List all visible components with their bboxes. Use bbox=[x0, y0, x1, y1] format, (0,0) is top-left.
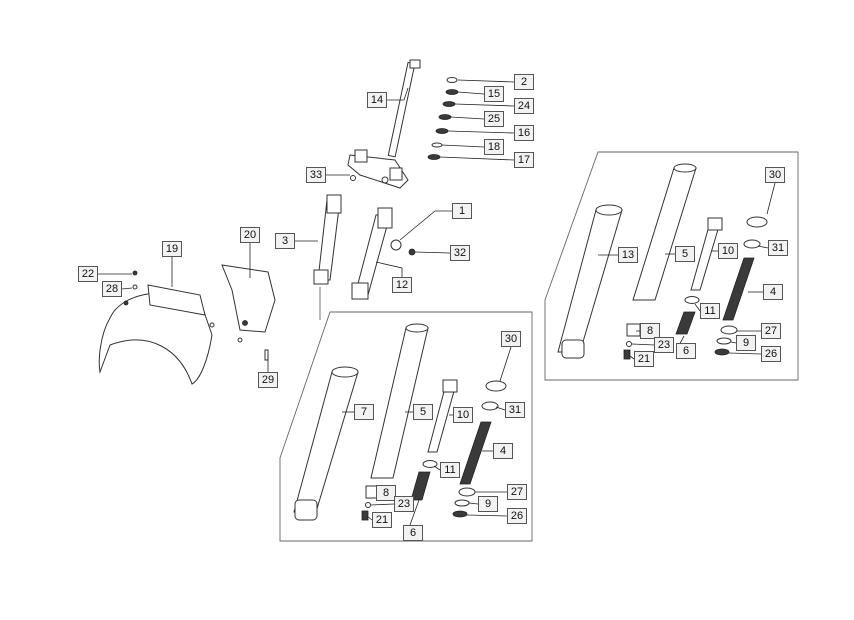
lower-callout-23: 23 bbox=[394, 496, 414, 512]
right-callout-5: 5 bbox=[675, 246, 695, 262]
callout-2: 2 bbox=[514, 74, 534, 90]
callout-29: 29 bbox=[258, 372, 278, 388]
lower-callout-11: 11 bbox=[440, 462, 460, 478]
right-callout-13: 13 bbox=[618, 247, 638, 263]
right-spring-4 bbox=[722, 257, 755, 321]
callout-22: 22 bbox=[78, 266, 98, 282]
callout-18: 18 bbox=[484, 139, 504, 155]
callout-16: 16 bbox=[514, 125, 534, 141]
callout-14: 14 bbox=[367, 92, 387, 108]
right-callout-21: 21 bbox=[634, 351, 654, 367]
lower-callout-10: 10 bbox=[453, 407, 473, 423]
fork-leg-right bbox=[351, 207, 416, 300]
lower-callout-6: 6 bbox=[403, 525, 423, 541]
callout-3: 3 bbox=[275, 233, 295, 249]
right-inner-tube-5 bbox=[632, 163, 697, 301]
right-callout-27: 27 bbox=[761, 323, 781, 339]
right-callout-23: 23 bbox=[654, 337, 674, 353]
lower-fork-slider-7 bbox=[293, 366, 359, 521]
right-callout-4: 4 bbox=[763, 284, 783, 300]
callout-19: 19 bbox=[162, 241, 182, 257]
steering-stem bbox=[387, 59, 421, 158]
callout-28: 28 bbox=[102, 281, 122, 297]
lower-detail-frame bbox=[279, 311, 533, 542]
lower-callout-8: 8 bbox=[376, 485, 396, 501]
callout-1: 1 bbox=[452, 203, 472, 219]
right-callout-26: 26 bbox=[761, 346, 781, 362]
right-damper-10 bbox=[690, 217, 723, 291]
lower-callout-27: 27 bbox=[507, 484, 527, 500]
callout-20: 20 bbox=[240, 227, 260, 243]
right-callout-8: 8 bbox=[640, 323, 660, 339]
callout-12: 12 bbox=[392, 277, 412, 293]
lower-callout-26: 26 bbox=[507, 508, 527, 524]
lower-damper-10 bbox=[427, 379, 458, 453]
front-fender bbox=[98, 270, 215, 385]
right-callout-30: 30 bbox=[765, 167, 785, 183]
lower-callout-9: 9 bbox=[478, 496, 498, 512]
lower-spring-4 bbox=[459, 421, 492, 485]
right-callout-10: 10 bbox=[718, 243, 738, 259]
right-small-spring-6 bbox=[675, 311, 696, 335]
right-callout-11: 11 bbox=[700, 303, 720, 319]
lower-callout-7: 7 bbox=[354, 404, 374, 420]
lower-callout-4: 4 bbox=[493, 443, 513, 459]
right-detail-frame bbox=[544, 151, 799, 381]
callout-32: 32 bbox=[450, 245, 470, 261]
inner-fender bbox=[221, 264, 276, 361]
callout-24: 24 bbox=[514, 98, 534, 114]
right-fork-slider-13 bbox=[557, 204, 623, 359]
right-callout-6: 6 bbox=[676, 343, 696, 359]
right-small-parts bbox=[623, 216, 768, 360]
right-callout-31: 31 bbox=[768, 240, 788, 256]
lower-callout-5: 5 bbox=[413, 404, 433, 420]
right-callout-9: 9 bbox=[736, 335, 756, 351]
triple-clamp bbox=[347, 149, 409, 189]
lower-callout-21: 21 bbox=[372, 512, 392, 528]
callout-17: 17 bbox=[514, 152, 534, 168]
lower-inner-tube-5 bbox=[370, 323, 429, 479]
callout-25: 25 bbox=[484, 111, 504, 127]
lower-small-spring-6 bbox=[410, 471, 431, 501]
head-bearing-hardware bbox=[427, 77, 459, 160]
callout-15: 15 bbox=[484, 86, 504, 102]
callout-33: 33 bbox=[306, 167, 326, 183]
lower-callout-30: 30 bbox=[501, 331, 521, 347]
lower-callout-31: 31 bbox=[505, 402, 525, 418]
fork-leg-left bbox=[313, 194, 342, 285]
